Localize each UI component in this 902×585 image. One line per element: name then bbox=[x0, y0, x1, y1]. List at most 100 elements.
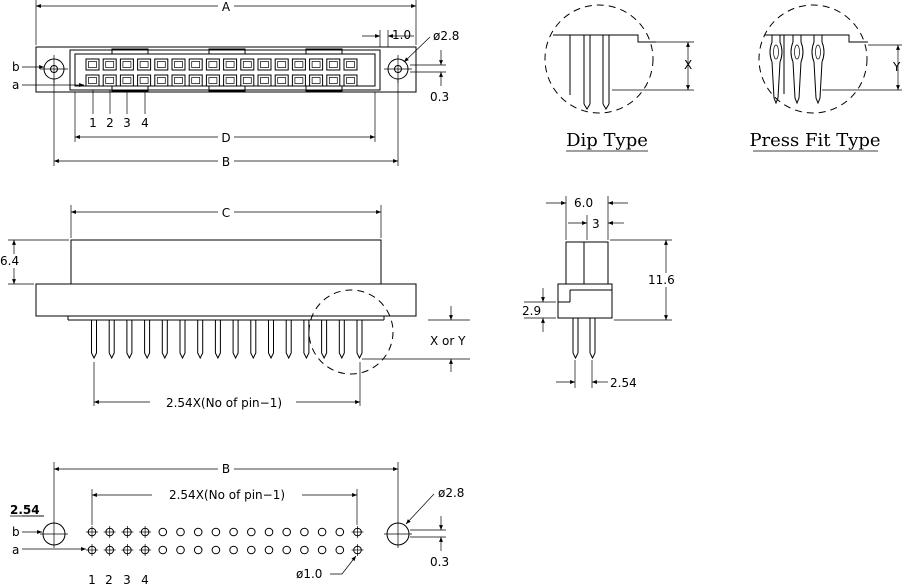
contact-cell-inner bbox=[156, 61, 166, 68]
contact-cell-inner bbox=[346, 61, 355, 68]
contact-cell bbox=[205, 74, 220, 87]
key-tab bbox=[111, 48, 149, 55]
dim-a-label: A bbox=[222, 0, 231, 14]
contact-cell-inner bbox=[242, 61, 252, 68]
fp-pin-number-4: 4 bbox=[141, 573, 149, 585]
pin-hole bbox=[282, 545, 292, 555]
pin-hole bbox=[300, 527, 309, 537]
pin-hole bbox=[211, 527, 221, 537]
press-fit-eye bbox=[794, 44, 800, 60]
front-pin bbox=[126, 320, 133, 360]
contact-cell-inner bbox=[208, 61, 218, 68]
top-view: A 1.0 ø2.8 0.3 b a 1 2 3 4 D bbox=[12, 0, 459, 169]
contact-cell bbox=[188, 74, 203, 87]
pin-hole bbox=[193, 527, 203, 537]
press-fit-eye bbox=[815, 44, 821, 60]
footprint-holes bbox=[86, 526, 364, 556]
contact-cell bbox=[205, 58, 220, 71]
pcb-footprint: B 2.54X(No of pin−1) ø2.8 2.54 b a 0.3 ø… bbox=[10, 462, 464, 585]
contact-cell bbox=[85, 74, 100, 87]
front-pin bbox=[232, 320, 239, 360]
contact-cell bbox=[309, 58, 324, 71]
contact-cell-inner bbox=[311, 61, 321, 68]
fp-row-b-label: b bbox=[12, 525, 20, 539]
contact-cells bbox=[85, 58, 358, 87]
pin-hole bbox=[193, 545, 203, 555]
front-flange bbox=[35, 283, 417, 317]
connector-shell bbox=[69, 49, 381, 91]
side-body bbox=[557, 283, 613, 319]
contact-cell-inner bbox=[191, 77, 201, 84]
fp-pin-number-3: 3 bbox=[123, 573, 131, 585]
fp-dim-b-label: B bbox=[222, 462, 230, 476]
front-pin bbox=[285, 320, 292, 360]
front-pin bbox=[179, 320, 186, 360]
contact-cell bbox=[137, 58, 152, 71]
side-base-label: 2.9 bbox=[522, 304, 541, 318]
front-pins bbox=[91, 320, 363, 360]
contact-cell-inner bbox=[139, 77, 149, 84]
pin-hole bbox=[335, 527, 345, 537]
contact-cell bbox=[343, 58, 358, 71]
detail-circle bbox=[308, 289, 394, 375]
front-pin bbox=[91, 320, 97, 360]
pin-number-3: 3 bbox=[123, 116, 131, 130]
fp-dim-pitch-label: 2.54X(No of pin−1) bbox=[169, 488, 285, 502]
fp-pin-hole-label: ø1.0 bbox=[296, 567, 322, 581]
contact-cell-inner bbox=[294, 61, 304, 68]
contact-cell-inner bbox=[191, 61, 201, 68]
dip-type-detail: X Dip Type bbox=[544, 4, 694, 152]
contact-cell-inner bbox=[225, 61, 235, 68]
contact-cell bbox=[154, 74, 169, 87]
side-pitch-label: 2.54 bbox=[610, 376, 637, 390]
key-tab bbox=[208, 48, 246, 55]
contact-cell-inner bbox=[328, 77, 338, 84]
connector-outline bbox=[35, 46, 417, 93]
front-pin bbox=[214, 320, 221, 360]
front-pin bbox=[250, 320, 257, 360]
contact-cell-inner bbox=[139, 61, 149, 68]
pin-hole bbox=[247, 527, 256, 537]
contact-cell bbox=[309, 74, 324, 87]
front-pin bbox=[356, 320, 363, 360]
contact-cell-inner bbox=[122, 77, 132, 84]
contact-cell-inner bbox=[105, 77, 115, 84]
detail-circle bbox=[758, 4, 868, 114]
contact-cell bbox=[154, 58, 169, 71]
pin-hole bbox=[176, 545, 185, 555]
front-pin bbox=[144, 320, 151, 360]
press-fit-pin bbox=[769, 35, 783, 105]
side-width-label: 6.0 bbox=[574, 196, 593, 210]
pin-hole bbox=[264, 527, 274, 537]
contact-cell-inner bbox=[346, 77, 355, 84]
fp-row-a-label: a bbox=[12, 543, 19, 557]
pin-hole bbox=[158, 545, 168, 555]
front-view: C 6.4 X or Y 2.54X(No of pin−1) bbox=[0, 205, 470, 410]
press-fit-eye bbox=[773, 44, 779, 60]
contact-cell bbox=[326, 58, 341, 71]
dip-type-caption: Dip Type bbox=[566, 130, 648, 151]
dim-y-label: Y bbox=[892, 60, 901, 74]
contact-cell-inner bbox=[277, 77, 287, 84]
dim-x-label: X bbox=[684, 58, 692, 72]
front-pin bbox=[321, 320, 328, 360]
pin-number-1: 1 bbox=[89, 116, 97, 130]
contact-cell bbox=[257, 58, 272, 71]
key-tab bbox=[305, 85, 343, 92]
contact-cell-inner bbox=[242, 77, 252, 84]
contact-cell bbox=[257, 74, 272, 87]
contact-cell-inner bbox=[174, 61, 183, 68]
front-pin bbox=[161, 320, 168, 360]
fp-row-pitch-label: 2.54 bbox=[10, 503, 40, 517]
pin-number-2: 2 bbox=[106, 116, 114, 130]
contact-cell-inner bbox=[156, 77, 166, 84]
pin-hole bbox=[317, 527, 327, 537]
fp-dim-hole-label: ø2.8 bbox=[438, 486, 464, 500]
pin-hole bbox=[176, 527, 185, 537]
contact-cell bbox=[291, 58, 306, 71]
contact-cell-inner bbox=[260, 77, 269, 84]
side-half-label: 3 bbox=[592, 217, 600, 231]
dim-hole-label: ø2.8 bbox=[433, 29, 459, 43]
dim-1-0-label: 1.0 bbox=[392, 28, 411, 42]
contact-cell-inner bbox=[294, 77, 304, 84]
